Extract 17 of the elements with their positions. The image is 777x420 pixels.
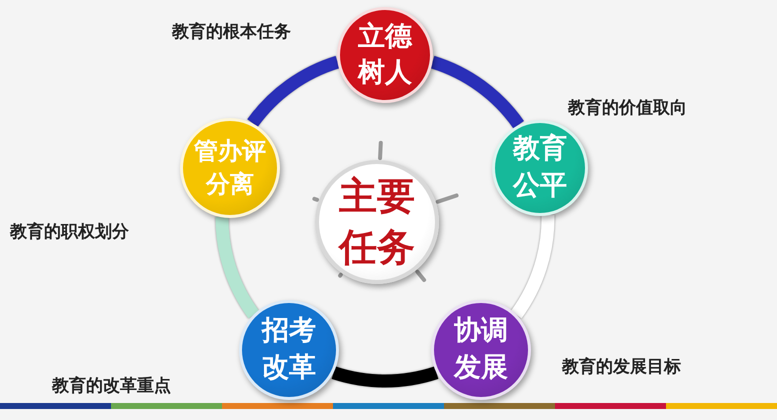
label: 教育的改革重点: [52, 375, 171, 397]
label: 教育的价值取向: [568, 97, 687, 119]
ring-arc: [430, 56, 524, 129]
node-label: 教育公平: [512, 132, 568, 203]
node-label: 招考改革: [260, 314, 318, 385]
label: 教育的职权划分: [10, 221, 129, 243]
task-circle: [492, 120, 588, 216]
ring-arc: [510, 214, 554, 318]
node-label: 管办评分离: [192, 136, 267, 200]
label: 教育的发展目标: [562, 356, 681, 378]
ring-arc: [247, 56, 340, 128]
ring-arc: [332, 366, 438, 388]
node-label: 立德树人: [356, 20, 414, 90]
ring-arc: [216, 216, 260, 318]
node-label: 主要任务: [337, 172, 416, 271]
node-label: 协调发展: [452, 314, 509, 385]
label: 教育的根本任务: [172, 21, 291, 43]
